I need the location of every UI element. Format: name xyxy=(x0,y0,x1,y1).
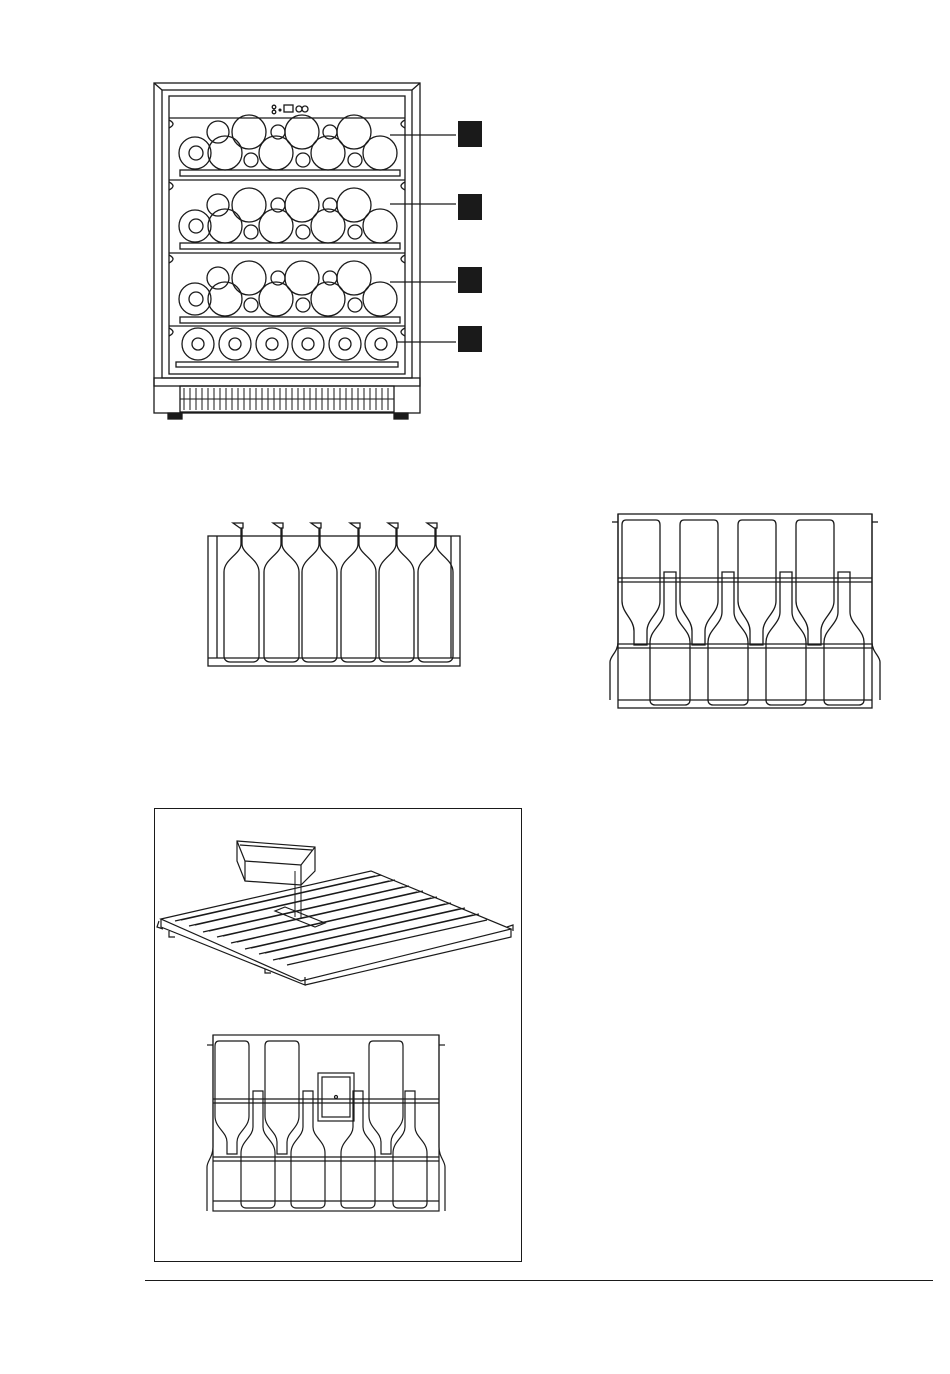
bottle-1 xyxy=(224,523,259,662)
bottle-front-1 xyxy=(241,1091,275,1208)
shelf-4 xyxy=(169,326,405,367)
cabinet-front-view xyxy=(150,80,490,425)
bottle-back-1 xyxy=(215,1041,249,1154)
bottle-3 xyxy=(302,523,337,662)
bottle-front-3 xyxy=(341,1091,375,1208)
bottle-back-2 xyxy=(265,1041,299,1154)
shelf-with-tray-figure xyxy=(154,808,522,1262)
shelf-3 xyxy=(169,253,405,323)
top-view-with-tray xyxy=(207,1035,445,1211)
front-rack-view xyxy=(205,520,467,668)
cabinet-glass-door xyxy=(162,90,412,378)
callout-marker-4 xyxy=(458,326,482,352)
foot-left xyxy=(168,413,182,419)
bottle-front-2 xyxy=(291,1091,325,1208)
callout-marker-2 xyxy=(458,194,482,220)
bottle-front-1 xyxy=(650,572,690,705)
bottle-row xyxy=(224,523,453,662)
foot-right xyxy=(394,413,408,419)
isometric-shelf xyxy=(157,871,513,985)
callout-marker-3 xyxy=(458,267,482,293)
ventilation-grille xyxy=(154,378,420,412)
bottle-front-2 xyxy=(708,572,748,705)
shelf-2 xyxy=(169,180,405,249)
top-rack-view xyxy=(608,510,882,710)
storage-tray xyxy=(237,841,315,885)
bottle-back-3 xyxy=(369,1041,403,1154)
callout-marker-1 xyxy=(458,121,482,147)
bottle-front-3 xyxy=(766,572,806,705)
tray-top-view xyxy=(318,1073,354,1121)
shelf-1 xyxy=(169,115,405,176)
bottle-4 xyxy=(341,523,376,662)
callout-markers xyxy=(390,121,482,352)
rack-frame xyxy=(208,536,460,666)
bottle-front-row xyxy=(650,572,864,705)
bottle-front-4 xyxy=(824,572,864,705)
control-panel xyxy=(272,105,308,114)
bottle-6 xyxy=(418,523,453,662)
bottle-2 xyxy=(264,523,299,662)
bottle-5 xyxy=(379,523,414,662)
footer-divider xyxy=(145,1280,933,1281)
cabinet-outer-frame xyxy=(154,83,420,413)
bottle-front-4 xyxy=(393,1091,427,1208)
